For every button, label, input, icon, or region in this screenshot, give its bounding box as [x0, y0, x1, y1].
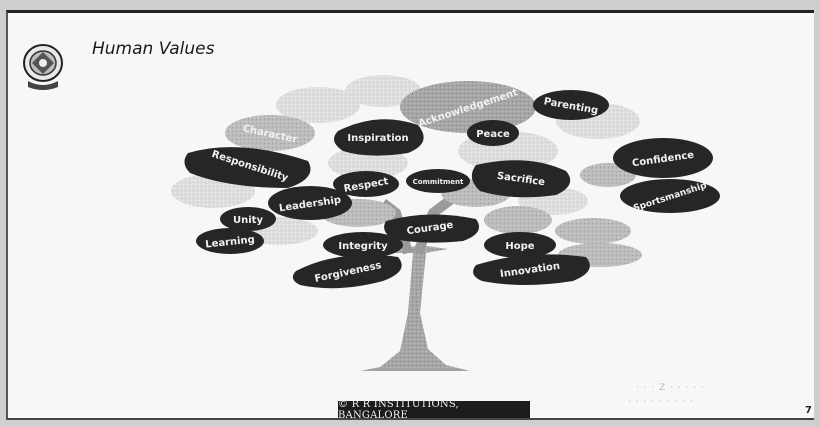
values-tree-illustration: Character Acknowledgement Inspiration Pa… — [171, 75, 720, 371]
leaf-learning: Learning — [196, 228, 264, 254]
leaf-unity: Unity — [220, 207, 276, 231]
leaf-hope: Hope — [484, 232, 556, 258]
leaf-inspiration: Inspiration — [334, 119, 424, 156]
leaf-confidence: Confidence — [613, 138, 713, 178]
footer-institution-label: © R R INSTITUTIONS, BANGALORE — [338, 399, 530, 418]
leaf-forgiveness: Forgiveness — [292, 254, 402, 289]
slide-title: Human Values — [92, 39, 215, 59]
leaf-integrity: Integrity — [323, 232, 403, 258]
leaf-responsibility: Responsibility — [184, 147, 311, 188]
leaf-acknowledgement: Acknowledgement — [400, 81, 536, 133]
svg-text:Unity: Unity — [233, 215, 263, 226]
svg-text:Peace: Peace — [476, 129, 510, 140]
svg-text:Commitment: Commitment — [413, 178, 464, 186]
leaf-sacrifice: Sacrifice — [471, 160, 571, 198]
leaf-peace: Peace — [467, 120, 519, 146]
faint-watermark-line-1: · · · Z · · · · · — [636, 383, 705, 393]
leaf-sportsmanship: Sportsmanship — [620, 179, 720, 214]
institution-emblem-icon — [23, 44, 63, 90]
leaf-respect: Respect — [333, 171, 399, 197]
slide: Human Values — [6, 10, 814, 420]
leaf-commitment: Commitment — [406, 169, 470, 193]
leaf-courage: Courage — [384, 214, 480, 243]
svg-text:Integrity: Integrity — [338, 241, 388, 252]
faint-watermark-line-2: · · · · · · · · · — [628, 397, 694, 407]
leaf-innovation: Innovation — [473, 254, 590, 285]
svg-text:Hope: Hope — [505, 241, 534, 252]
leaf-character: Character — [225, 115, 315, 151]
svg-text:Learning: Learning — [205, 234, 256, 250]
page-number: 7 — [805, 405, 812, 416]
svg-text:Inspiration: Inspiration — [347, 133, 408, 144]
leaf-leadership: Leadership — [268, 186, 352, 220]
leaf-parenting: Parenting — [533, 90, 609, 120]
